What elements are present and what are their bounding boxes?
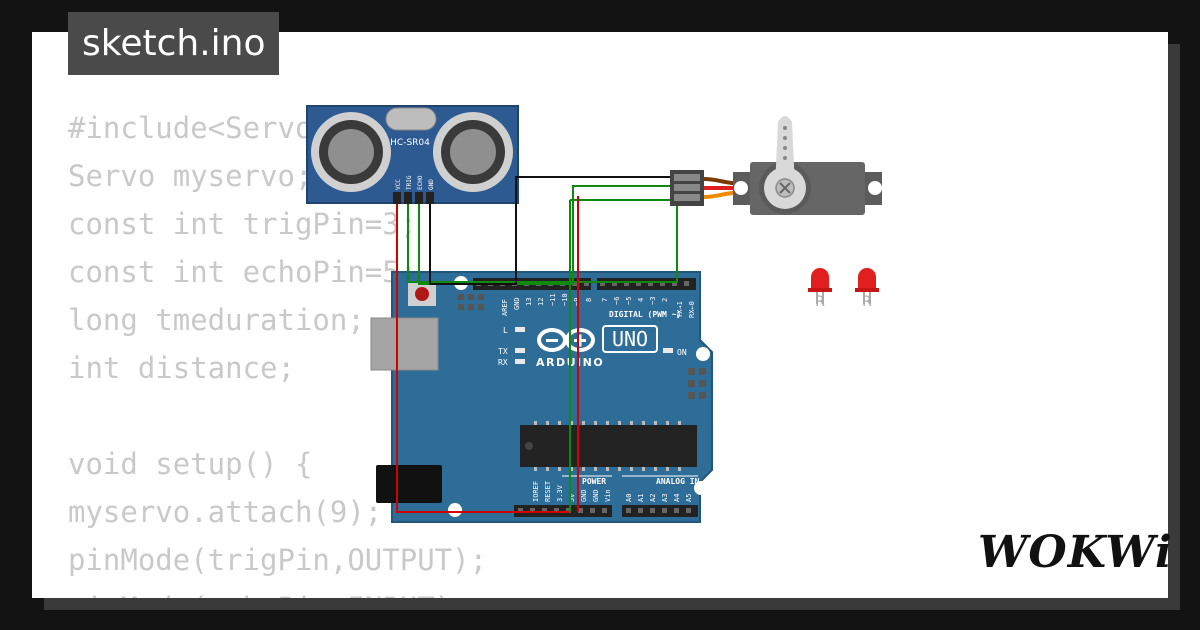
code-line: myservo.attach(9); <box>68 495 383 529</box>
led-red-1[interactable]: R <box>808 268 832 310</box>
rx-led <box>515 359 525 364</box>
wire-trig <box>407 176 678 283</box>
pin-label-gnd: GND <box>580 489 588 502</box>
code-line: int distance; <box>68 351 295 385</box>
arduino-logo-icon <box>537 328 595 352</box>
model-label: UNO <box>612 327 648 351</box>
wokwi-logo: WOKWi <box>978 527 1173 578</box>
pin-label-vin: Vin <box>604 489 612 502</box>
pin-label-7: 7 <box>601 298 609 302</box>
analog-label: ANALOG IN <box>656 477 700 486</box>
tx-label: TX <box>498 347 508 356</box>
pin-label-5: ~5 <box>625 297 633 305</box>
sensor-pin-echo: ECHO <box>417 175 424 190</box>
pin-label-2: 2 <box>661 298 669 302</box>
project-preview-card: #include<Servo.h>Servo myservo;const int… <box>32 32 1168 598</box>
power-jack <box>376 465 442 503</box>
sensor-label: HC-SR04 <box>390 138 430 148</box>
crystal-oscillator <box>385 107 437 131</box>
servo-motor[interactable] <box>670 116 882 215</box>
l-led <box>515 327 525 332</box>
code-line: long tmeduration; <box>68 303 365 337</box>
rx-label: RX <box>498 358 508 367</box>
pin-label-aref: AREF <box>501 299 509 316</box>
sensor-pin-gnd: GND <box>428 179 435 190</box>
power-label: POWER <box>582 477 606 486</box>
sensor-pin-vcc: VCC <box>395 179 402 190</box>
code-line: void setup() { <box>68 447 313 481</box>
mounting-hole <box>694 481 708 495</box>
pin-label-tx: TX→1 <box>676 301 684 318</box>
code-line: pinMode(echoPin,INPUT); <box>68 584 487 598</box>
on-label: ON <box>677 348 687 357</box>
pin-label-4: 4 <box>637 298 645 302</box>
on-led <box>663 348 673 353</box>
pin-label-6: ~6 <box>613 297 621 305</box>
reset-button-cap[interactable] <box>415 287 429 301</box>
icsp-header <box>688 368 706 399</box>
pin-label-a5: A5 <box>685 494 693 502</box>
pin-label-11: ~11 <box>549 293 557 306</box>
led-label: R <box>862 294 872 310</box>
ultrasonic-sensor[interactable]: HC-SR04 VCC TRIG ECHO GND <box>306 105 519 204</box>
pin-label-gnd: GND <box>513 297 521 310</box>
arduino-uno-board[interactable]: AREF GND 13 12 ~11 ~10 ~9 8 7 ~6 ~5 4 ~3… <box>370 271 713 523</box>
pin-label-12: 12 <box>537 298 545 306</box>
code-line: pinMode(trigPin,OUTPUT); <box>68 543 488 577</box>
led-red-2[interactable]: R <box>855 268 879 310</box>
pin-label-3v3: 3.3V <box>556 484 564 502</box>
wire-vcc <box>396 204 570 513</box>
mounting-hole <box>696 347 710 361</box>
tx-led <box>515 348 525 353</box>
code-editor: #include<Servo.h>Servo myservo;const int… <box>68 104 487 598</box>
usb-connector <box>370 317 439 371</box>
digital-label: DIGITAL (PWM ~) <box>609 310 681 319</box>
pin-label-reset: RESET <box>544 480 552 502</box>
servo-screw-icon <box>779 182 791 194</box>
code-line: const int echoPin=5; <box>68 255 418 289</box>
pin-label-5v: 5V <box>568 493 576 502</box>
pin-label-gnd: GND <box>592 489 600 502</box>
circuit-canvas: AREF GND 13 12 ~11 ~10 ~9 8 7 ~6 ~5 4 ~3… <box>306 105 882 523</box>
uno-badge <box>602 325 658 353</box>
pin-label-ioref: IOREF <box>532 481 540 502</box>
pin-label-13: 13 <box>525 298 533 306</box>
wire-echo <box>418 185 674 285</box>
microcontroller-chip <box>520 425 697 467</box>
pin-label-8: 8 <box>585 298 593 302</box>
mounting-hole <box>448 503 462 517</box>
code-line: Servo myservo; <box>68 159 313 193</box>
digital-header <box>597 278 696 290</box>
code-line: const int trigPin=3; <box>68 207 418 241</box>
sensor-pin-header <box>393 192 434 204</box>
pin-label-3: ~3 <box>649 297 657 305</box>
pin-label-a1: A1 <box>637 494 645 502</box>
wire-gnd <box>429 176 674 285</box>
pin-label-a2: A2 <box>649 494 657 502</box>
l-label: L <box>503 326 508 335</box>
file-tab[interactable]: sketch.ino <box>68 12 280 75</box>
pin-label-a4: A4 <box>673 494 681 502</box>
sensor-pin-trig: TRIG <box>406 175 413 190</box>
pin-label-a0: A0 <box>625 494 633 502</box>
led-label: R <box>815 294 825 310</box>
pin-label-rx: RX←0 <box>688 301 696 318</box>
pin-label-10: ~10 <box>561 293 569 306</box>
pin-label-a3: A3 <box>661 494 669 502</box>
